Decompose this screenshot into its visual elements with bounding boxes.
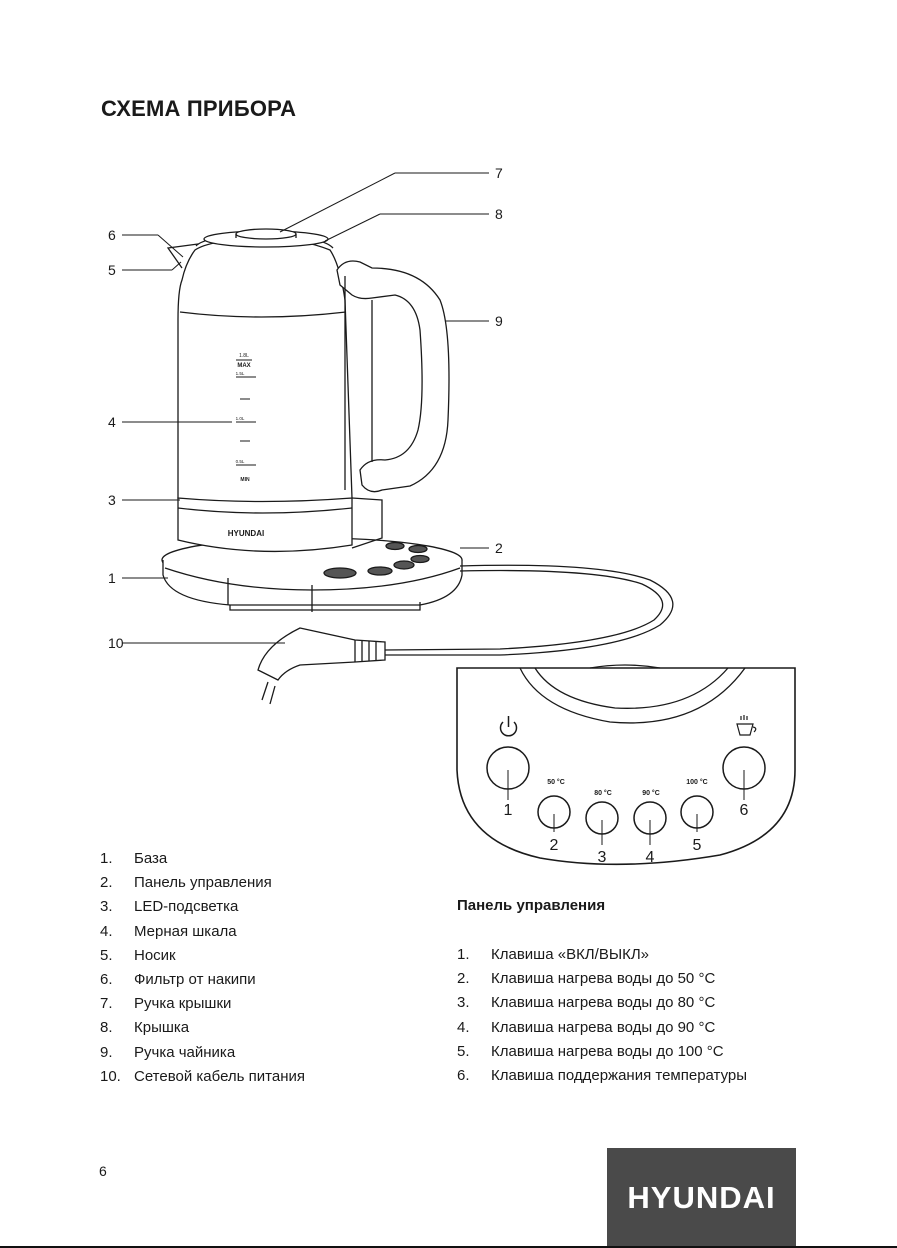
power-icon (499, 716, 518, 737)
list-item: 10.Сетевой кабель питания (100, 1067, 305, 1085)
callout-9: 9 (495, 313, 503, 329)
callout-3: 3 (108, 492, 116, 508)
control-panel-detail: 50 °C 80 °C 90 °C 100 °C 1 2 3 4 5 6 (456, 664, 796, 866)
page-title: СХЕМА ПРИБОРА (101, 96, 297, 121)
list-item: 1.Клавиша «ВКЛ/ВЫКЛ» (457, 946, 650, 963)
scale-mark-1-8: 1.8L (239, 353, 249, 359)
panel-section-title: Панель управления (457, 897, 606, 914)
list-item: 7.Ручка крышки (100, 995, 232, 1013)
list-item: 3.LED-подсветка (100, 898, 239, 916)
cup-icon (736, 715, 757, 736)
panel-temp-90: 90 °C (642, 789, 660, 797)
base-buttons (323, 541, 430, 579)
scale-mark-min: MIN (240, 477, 250, 483)
scale-mark-1-0: 1.0L (236, 416, 245, 421)
scale-mark-1-5: 1.5L (236, 371, 245, 376)
scale-mark-0-5: 0.5L (236, 459, 245, 464)
callout-5: 5 (108, 262, 116, 278)
callout-10: 10 (108, 635, 124, 651)
callout-7: 7 (495, 165, 503, 181)
scale-mark-max: MAX (237, 363, 250, 369)
list-item: 5.Клавиша нагрева воды до 100 °C (457, 1042, 724, 1060)
list-item: 6.Клавиша поддержания температуры (457, 1066, 748, 1084)
list-item: 2.Панель управления (100, 874, 272, 892)
panel-temp-80: 80 °C (594, 789, 612, 797)
callout-6: 6 (108, 227, 116, 243)
list-item: 2.Клавиша нагрева воды до 50 °C (457, 970, 716, 988)
list-item: 4.Клавиша нагрева воды до 90 °C (457, 1018, 716, 1036)
page-number: 6 (99, 1163, 107, 1179)
panel-temp-50: 50 °C (547, 778, 565, 786)
list-item: 6.Фильтр от накипи (100, 970, 256, 988)
list-item: 8.Крышка (100, 1019, 190, 1037)
callout-lines (122, 172, 489, 644)
panel-number-5: 5 (693, 837, 702, 854)
power-cable (257, 564, 674, 705)
keys-list: 1.Клавиша «ВКЛ/ВЫКЛ» 2.Клавиша нагрева в… (457, 943, 747, 1088)
panel-number-3: 3 (598, 849, 607, 866)
panel-number-6: 6 (740, 802, 749, 819)
callout-numbers: 1 2 3 4 5 6 7 8 9 10 (108, 165, 503, 651)
list-item: 9.Ручка чайника (100, 1043, 236, 1061)
list-item: 5.Носик (100, 946, 176, 964)
page-bottom-rule (0, 1246, 897, 1248)
parts-list: 1.База 2.Панель управления 3.LED-подсвет… (100, 847, 305, 1089)
measuring-scale (236, 359, 256, 466)
panel-number-2: 2 (550, 837, 559, 854)
callout-4: 4 (108, 414, 116, 430)
kettle-brand-label: HYUNDAI (228, 529, 264, 538)
panel-number-4: 4 (646, 849, 655, 866)
callout-2: 2 (495, 540, 503, 556)
kettle-body: 1.8L MAX 1.5L 1.0L 0.5L MIN HYUNDAI (161, 228, 463, 612)
brand-logo-text: HYUNDAI (627, 1180, 776, 1215)
list-item: 4.Мерная шкала (100, 922, 237, 940)
list-item: 1.База (100, 850, 168, 867)
panel-number-1: 1 (504, 802, 513, 819)
callout-8: 8 (495, 206, 503, 222)
list-item: 3.Клавиша нагрева воды до 80 °C (457, 994, 716, 1012)
brand-logo: HYUNDAI (607, 1148, 796, 1248)
callout-1: 1 (108, 570, 116, 586)
panel-temp-100: 100 °C (686, 778, 707, 786)
